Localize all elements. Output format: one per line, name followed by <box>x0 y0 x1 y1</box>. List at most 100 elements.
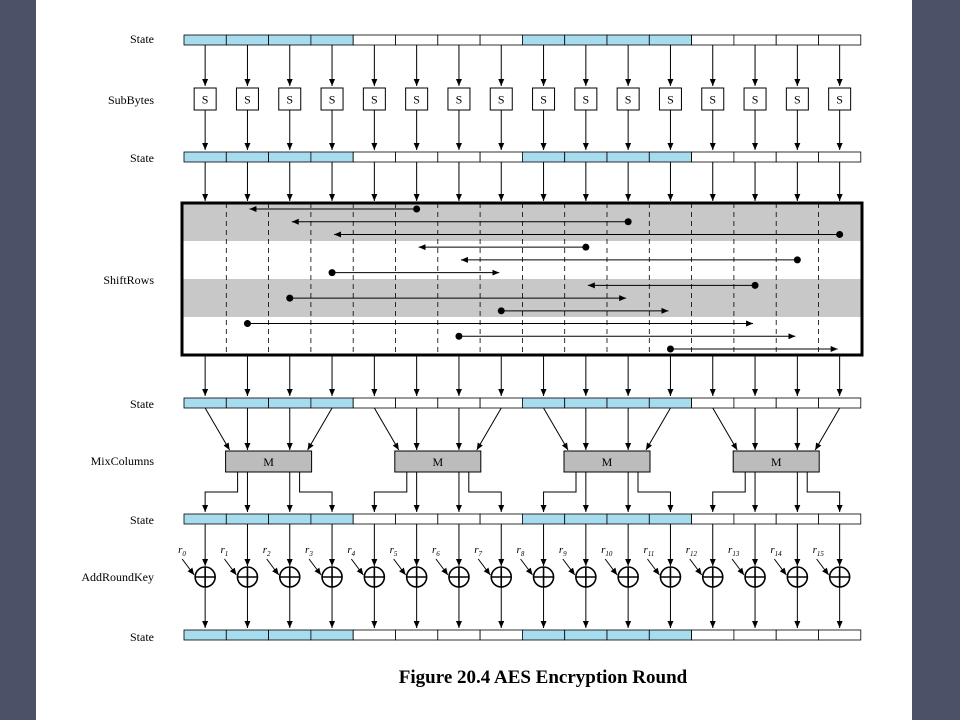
state-cell <box>437 397 481 409</box>
round-key-arrow <box>224 558 237 576</box>
round-key-arrow <box>562 558 576 576</box>
state-label-1: State <box>130 32 154 46</box>
sbox-label: S <box>752 93 759 107</box>
state-cell <box>564 629 608 641</box>
round-key-label: r5 <box>390 544 398 558</box>
state-cell <box>648 34 692 46</box>
state-cell <box>818 397 862 409</box>
mixcolumns-box <box>394 450 482 473</box>
state-cell <box>648 397 692 409</box>
mix-output-arrow <box>709 472 746 512</box>
round-key-index: 14 <box>775 550 783 558</box>
state-cell <box>395 629 439 641</box>
round-key-arrow <box>689 558 703 576</box>
round-key-index: 9 <box>563 550 567 558</box>
state-cell <box>521 397 566 409</box>
round-key-index: 6 <box>436 550 440 558</box>
round-key-label: r10 <box>601 544 613 558</box>
mix-input-arrow <box>712 407 738 451</box>
round-key-index: 15 <box>817 550 825 558</box>
state-cell <box>310 397 354 409</box>
state-cell <box>521 34 566 46</box>
state-cell <box>521 629 566 641</box>
state-cell <box>479 34 523 46</box>
state-cell <box>818 513 862 525</box>
sbox-label: S <box>498 93 505 107</box>
state-cell <box>395 151 439 163</box>
round-key-label: r8 <box>517 544 525 558</box>
state-cell <box>691 629 735 641</box>
state-cell <box>183 629 227 641</box>
round-key-index: 4 <box>352 550 356 558</box>
state-cell <box>479 513 523 525</box>
state-cell <box>268 151 312 163</box>
mix-input-arrow <box>543 407 569 451</box>
round-key-label: r14 <box>770 544 782 558</box>
state-cell <box>352 629 396 641</box>
mix-output-arrow <box>299 472 336 512</box>
state-cell <box>395 397 439 409</box>
state-cell <box>437 629 481 641</box>
state-cell <box>310 34 354 46</box>
mix-input-arrow <box>307 407 333 451</box>
state-cell <box>648 513 692 525</box>
mixcolumns-box-label: M <box>432 455 443 469</box>
sbox-label: S <box>583 93 590 107</box>
state-cell <box>479 629 523 641</box>
round-key-label: r2 <box>263 544 271 558</box>
state-cell <box>775 513 819 525</box>
state-cell <box>310 629 354 641</box>
state-cell <box>733 397 777 409</box>
state-cell <box>606 629 650 641</box>
state-cell <box>733 34 777 46</box>
state-cell <box>225 151 270 163</box>
state-cell <box>225 629 270 641</box>
state-cell <box>352 151 396 163</box>
round-key-label: r1 <box>220 544 228 558</box>
round-key-arrow <box>604 558 618 576</box>
round-key-index: 13 <box>732 550 740 558</box>
state-cell <box>225 513 270 525</box>
mix-input-arrow <box>373 407 400 451</box>
mixcolumns-box <box>732 450 820 473</box>
state-cell <box>225 34 270 46</box>
sbox-label: S <box>329 93 336 107</box>
sbox-label: S <box>456 93 463 107</box>
round-key-label: r12 <box>686 544 698 558</box>
round-key-label: r15 <box>813 544 825 558</box>
round-key-arrow <box>308 558 322 576</box>
aes-round-diagram: State SubBytes State ShiftRows State Mix… <box>81 32 864 688</box>
mixcolumns-box-label: M <box>602 455 613 469</box>
round-key-index: 3 <box>308 550 313 558</box>
state-cell <box>352 397 396 409</box>
sbox-label: S <box>625 93 632 107</box>
state-cell <box>183 151 227 163</box>
state-label-5: State <box>130 630 154 644</box>
state-cell <box>606 151 650 163</box>
round-key-arrow <box>816 558 830 576</box>
sbox-label: S <box>202 93 209 107</box>
shiftrows-box <box>180 201 864 357</box>
sbox-label: S <box>244 93 251 107</box>
round-key-arrow <box>731 558 745 576</box>
state-cell <box>691 397 735 409</box>
shiftrows-label: ShiftRows <box>103 273 154 287</box>
state-cell <box>268 34 312 46</box>
state-cell <box>818 629 862 641</box>
round-key-label: r0 <box>178 544 186 558</box>
state-cell <box>733 513 777 525</box>
state-cell <box>437 151 481 163</box>
mix-output-arrow <box>540 472 577 512</box>
round-key-arrow <box>181 558 195 576</box>
round-key-index: 10 <box>605 550 613 558</box>
round-key-index: 12 <box>690 550 698 558</box>
sbox-label: S <box>413 93 420 107</box>
mix-input-arrow <box>204 407 231 451</box>
sbox-label: S <box>540 93 547 107</box>
round-key-index: 2 <box>267 550 271 558</box>
state-cell <box>268 629 312 641</box>
round-key-index: 11 <box>648 550 654 558</box>
round-key-arrow <box>477 558 491 576</box>
state-cell <box>183 397 227 409</box>
